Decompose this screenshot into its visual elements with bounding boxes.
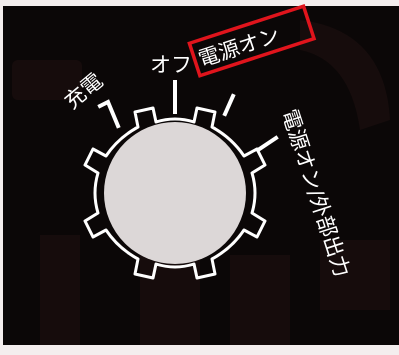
dial-outline bbox=[83, 106, 267, 280]
bottom-border bbox=[0, 345, 399, 355]
label-power-on-external: 電源オン/外部出力 bbox=[277, 106, 354, 280]
label-power-on-group[interactable]: 電源オン bbox=[187, 4, 317, 78]
tick-power-on bbox=[222, 93, 236, 117]
dial-knob[interactable] bbox=[104, 122, 246, 264]
tick-charge bbox=[97, 99, 121, 129]
left-border bbox=[0, 0, 3, 355]
selected-highlight-box bbox=[187, 4, 317, 78]
top-border bbox=[0, 0, 399, 6]
background-watermark bbox=[12, 20, 390, 345]
label-off: オフ bbox=[150, 53, 192, 77]
dial-ticks bbox=[97, 80, 279, 153]
tick-power-on-external bbox=[255, 135, 279, 153]
